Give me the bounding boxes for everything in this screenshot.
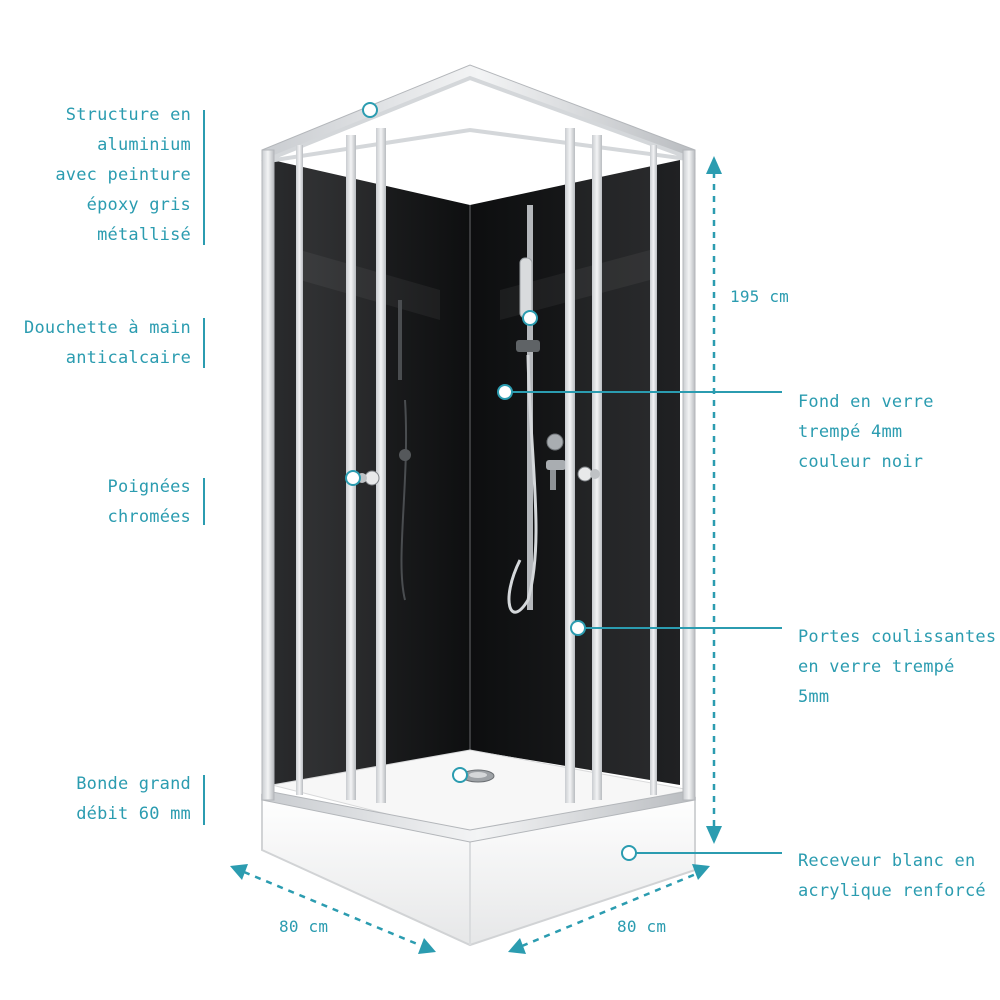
callout-receveur: Receveur blanc en acrylique renforcé xyxy=(798,846,986,906)
callout-poignees: Poignées chromées xyxy=(108,472,191,532)
door-handle-right xyxy=(577,466,600,482)
callout-structure-line: aluminium xyxy=(97,135,191,155)
callout-structure-line: métallisé xyxy=(97,225,191,245)
callout-fond-line: couleur noir xyxy=(798,452,924,472)
marker-fond xyxy=(497,384,513,400)
callout-bonde-line: Bonde grand xyxy=(76,774,191,794)
callout-portes-line: Portes coulissantes xyxy=(798,627,997,647)
width-right-dimension-label: 80 cm xyxy=(617,917,667,936)
callout-structure: Structure en aluminium avec peinture épo… xyxy=(55,100,191,250)
callout-poignees-line: Poignées xyxy=(107,477,191,497)
dimension-arrowheads xyxy=(230,156,722,954)
sliding-door-right xyxy=(565,140,655,800)
profile-left-outer xyxy=(261,149,275,801)
marker-bonde xyxy=(452,767,468,783)
width-right-dimension-line xyxy=(521,872,697,948)
callout-bonde-line: débit 60 mm xyxy=(76,804,191,824)
callout-poignees-line: chromées xyxy=(107,507,191,527)
callout-fond-line: Fond en verre xyxy=(798,392,934,412)
callout-fond-line: trempé 4mm xyxy=(798,422,903,442)
callout-receveur-line: acrylique renforcé xyxy=(798,881,986,901)
callout-bonde: Bonde grand débit 60 mm xyxy=(76,769,191,829)
profile-right-outer xyxy=(682,149,696,801)
callout-portes-line: 5mm xyxy=(798,687,830,707)
marker-poignees xyxy=(345,470,361,486)
callout-douchette-line: Douchette à main xyxy=(24,318,191,338)
marker-portes xyxy=(570,620,586,636)
marker-receveur xyxy=(621,845,637,861)
callout-fond: Fond en verre trempé 4mm couleur noir xyxy=(798,387,934,477)
marker-douchette xyxy=(522,310,538,326)
callout-structure-line: Structure en xyxy=(65,105,191,125)
height-dimension-label: 195 cm xyxy=(730,287,789,306)
callout-douchette-line: anticalcaire xyxy=(65,348,191,368)
width-left-dimension-label: 80 cm xyxy=(279,917,329,936)
callout-portes: Portes coulissantes en verre trempé 5mm xyxy=(798,622,996,712)
callout-portes-line: en verre trempé xyxy=(798,657,955,677)
width-left-dimension-line xyxy=(243,870,423,948)
callout-structure-line: époxy gris xyxy=(86,195,191,215)
callout-douchette: Douchette à main anticalcaire xyxy=(24,313,191,373)
callout-structure-line: avec peinture xyxy=(55,165,191,185)
marker-structure xyxy=(362,102,378,118)
sliding-door-left xyxy=(300,140,380,800)
callout-receveur-line: Receveur blanc en xyxy=(798,851,976,871)
